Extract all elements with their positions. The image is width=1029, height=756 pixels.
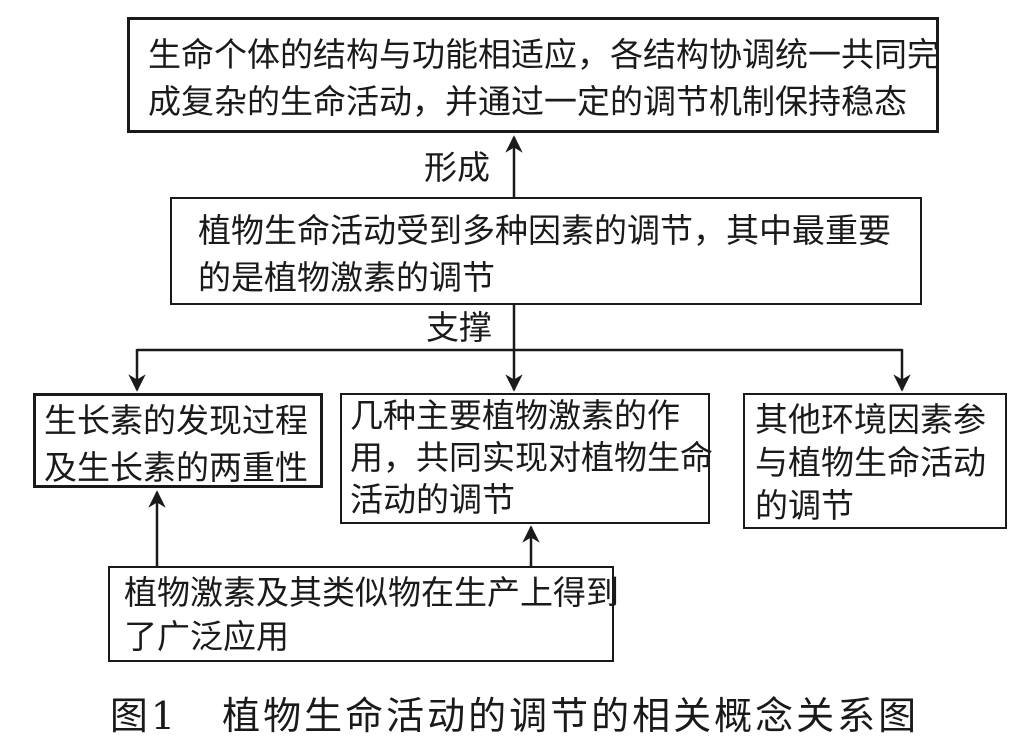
box-middle-line2: 的是植物激素的调节 — [198, 258, 495, 297]
box-right-environment: 其他环境因素参 与植物生命活动 的调节 — [743, 393, 1007, 529]
box-bottom-line1: 植物激素及其类似物在生产上得到 — [124, 573, 619, 612]
box-center-line1: 几种主要植物激素的作 — [350, 396, 680, 435]
box-left-line1: 生长素的发现过程 — [44, 401, 308, 440]
box-center-line3: 活动的调节 — [350, 480, 515, 519]
box-middle-line1: 植物生命活动受到多种因素的调节，其中最重要 — [198, 211, 891, 250]
figure-number: 图1 — [109, 694, 179, 738]
box-left-line2: 及生长素的两重性 — [44, 448, 308, 487]
figure-title: 植物生命活动的调节的相关概念关系图 — [222, 694, 920, 738]
box-right-line1: 其他环境因素参 — [755, 400, 986, 439]
box-top-line1: 生命个体的结构与功能相适应，各结构协调统一共同完 — [148, 35, 940, 74]
label-support: 支撑 — [426, 308, 492, 347]
figure-caption: 图1 植物生命活动的调节的相关概念关系图 — [0, 692, 1029, 740]
label-form: 形成 — [424, 148, 490, 187]
box-middle-regulation: 植物生命活动受到多种因素的调节，其中最重要 的是植物激素的调节 — [170, 197, 922, 305]
box-left-auxin: 生长素的发现过程 及生长素的两重性 — [33, 393, 323, 488]
box-bottom-line2: 了广泛应用 — [124, 617, 289, 656]
box-top-homeostasis: 生命个体的结构与功能相适应，各结构协调统一共同完 成复杂的生命活动，并通过一定的… — [127, 17, 940, 133]
box-center-line2: 用，共同实现对植物生命 — [350, 438, 713, 477]
box-top-line2: 成复杂的生命活动，并通过一定的调节机制保持稳态 — [148, 82, 907, 121]
box-right-line2: 与植物生命活动 — [755, 443, 986, 482]
box-right-line3: 的调节 — [755, 486, 854, 525]
box-bottom-application: 植物激素及其类似物在生产上得到 了广泛应用 — [108, 566, 619, 662]
box-center-hormones: 几种主要植物激素的作 用，共同实现对植物生命 活动的调节 — [340, 393, 713, 524]
